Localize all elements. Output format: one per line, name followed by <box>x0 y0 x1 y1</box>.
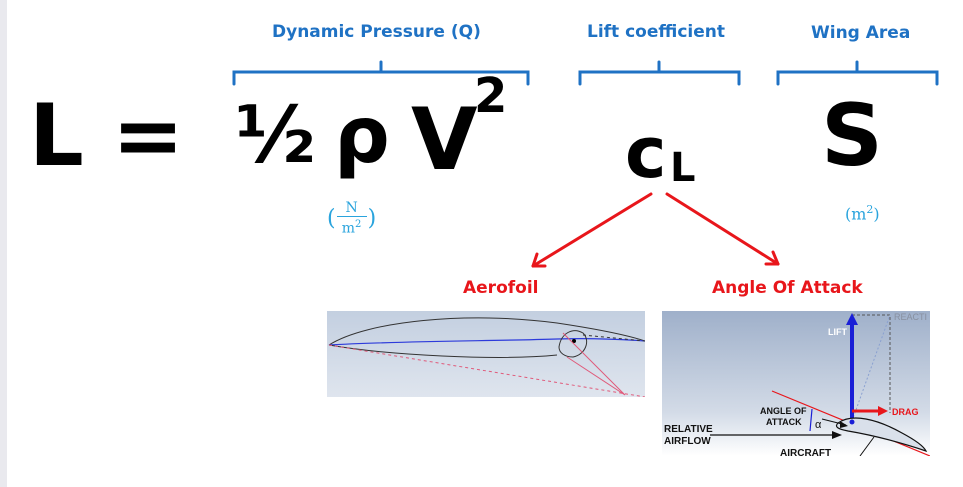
airflow-text: AIRFLOW <box>664 436 711 447</box>
lift-symbol: L <box>29 86 84 186</box>
open-paren: ( <box>327 205 336 231</box>
dynamic-pressure-label: Dynamic Pressure (Q) <box>272 22 481 42</box>
pressure-denominator-exponent: 2 <box>355 219 362 230</box>
aircraft-text: AIRCRAFT <box>780 448 831 456</box>
area-symbol: S <box>821 86 883 186</box>
bracket-lift-coefficient <box>578 60 741 86</box>
relative-text: RELATIVE <box>664 424 713 435</box>
pivot-dot <box>849 419 855 425</box>
velocity-exponent: 2 <box>474 68 508 124</box>
page-edge <box>0 0 7 487</box>
pressure-fraction: N m2 <box>336 200 367 237</box>
aoa-airfoil <box>835 417 928 453</box>
drag-text: DRAG <box>892 407 919 417</box>
angle-of-attack-label: Angle Of Attack <box>712 278 863 298</box>
lift-coefficient-label: Lift coefficient <box>587 22 726 42</box>
fraction-bar <box>336 216 367 217</box>
bracket-dynamic-pressure <box>232 60 530 86</box>
area-unit-base: m <box>851 204 867 224</box>
aerofoil-camber-line <box>328 338 645 346</box>
angle-of-text: ANGLE OF <box>760 406 807 416</box>
aircraft-pointer <box>859 436 875 456</box>
close-paren: ) <box>367 205 377 231</box>
bracket-wing-area <box>776 60 939 86</box>
red-arrows <box>531 192 780 268</box>
area-close-paren: ) <box>873 204 880 224</box>
arrow-to-angle-of-attack <box>665 192 780 266</box>
area-open-paren: ( <box>845 204 852 224</box>
pressure-denominator: m2 <box>342 217 362 237</box>
alpha-arc <box>809 408 813 432</box>
angle-pointer-head <box>840 421 848 428</box>
chord-line <box>328 344 645 397</box>
drag-arrowhead <box>878 406 888 416</box>
lift-arrowhead <box>846 313 858 325</box>
flap-deflected <box>562 332 626 396</box>
velocity-symbol: V <box>411 90 478 190</box>
half-symbol: ½ <box>235 91 316 181</box>
arrow-to-aerofoil <box>531 192 653 268</box>
aerofoil-image <box>327 311 645 397</box>
flap-outline <box>558 330 588 358</box>
coefficient-symbol: c <box>625 112 667 194</box>
pressure-unit: ( N m2 ) <box>327 200 376 237</box>
aerofoil-label: Aerofoil <box>463 278 539 298</box>
trailing-dash <box>582 334 645 342</box>
lift-text: LIFT <box>828 327 847 337</box>
coefficient-subscript: L <box>670 145 696 191</box>
angle-of-attack-image: REACTI LIFT DRAG RELATIVE AIRFLOW ANGLE … <box>662 311 930 456</box>
reaction-text: REACTI <box>894 312 927 322</box>
rho-symbol: ρ <box>334 91 390 181</box>
alpha-text: α <box>815 419 822 431</box>
brackets <box>232 60 939 86</box>
relative-airflow-arrowhead <box>832 431 842 439</box>
aerofoil-upper-surface <box>328 317 645 346</box>
area-unit-exponent: 2 <box>866 203 874 216</box>
equals-sign: = <box>112 86 185 186</box>
pressure-numerator: N <box>345 200 358 216</box>
pressure-denominator-base: m <box>341 220 356 237</box>
wing-area-label: Wing Area <box>811 23 911 43</box>
flap-hinge <box>572 339 576 343</box>
resultant-line <box>851 314 891 422</box>
area-unit: (m2) <box>845 203 880 223</box>
attack-text: ATTACK <box>766 417 802 427</box>
